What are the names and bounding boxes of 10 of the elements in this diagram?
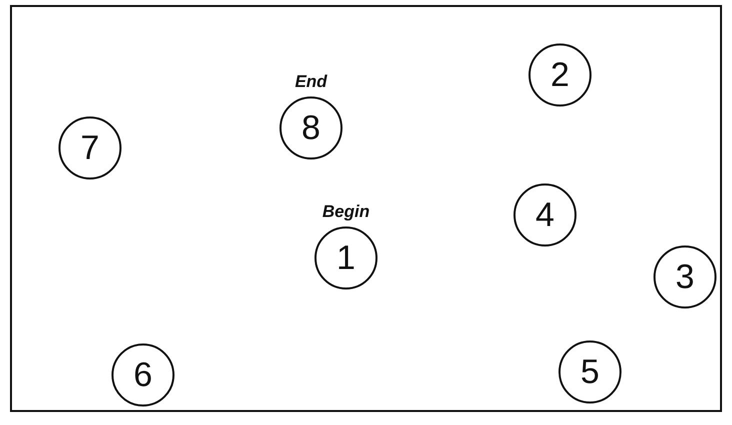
- caption-text: Begin: [322, 203, 370, 220]
- circle-number: 3: [676, 260, 694, 294]
- circle-number: 6: [134, 358, 152, 392]
- circle-number: 5: [580, 355, 600, 389]
- circle-number: 7: [80, 131, 100, 165]
- caption-text: End: [294, 73, 328, 90]
- circle-number: 1: [336, 241, 356, 275]
- circle-number: 2: [550, 58, 570, 92]
- circle-number: 4: [536, 198, 554, 232]
- circle-number: 8: [302, 111, 320, 145]
